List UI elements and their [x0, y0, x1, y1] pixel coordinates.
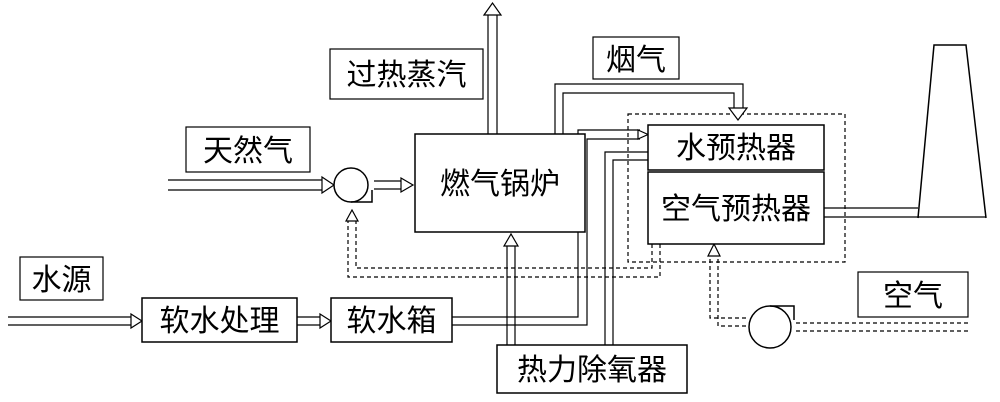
natural-gas-arrow — [321, 175, 336, 195]
flue-gas-arrow — [727, 107, 749, 121]
gas-boiler-label: 燃气锅炉 — [440, 167, 560, 202]
water-preheater-box — [647, 124, 825, 171]
air-preheater-label: 空气预热器 — [661, 192, 811, 227]
water-source-pipe — [8, 316, 133, 326]
air-intake-line — [795, 322, 968, 332]
natural-gas-pipe — [168, 179, 325, 191]
air-fan-to-preheater-line — [709, 255, 746, 327]
tank-to-preheater-arrow — [637, 129, 650, 140]
natural-gas-label: 天然气 — [203, 134, 293, 169]
deaerator-to-boiler-arrow — [502, 232, 520, 247]
fan-to-boiler-pipe — [374, 180, 403, 190]
flue-gas-label: 烟气 — [606, 43, 666, 78]
air-to-preheater-arrow — [707, 242, 721, 257]
water-preheater-label: 水预热器 — [676, 131, 796, 166]
fan-to-boiler-arrow — [400, 176, 415, 194]
air-label: 空气 — [883, 279, 943, 314]
deaerator-to-boiler-pipe — [506, 245, 516, 345]
deaerator-label: 热力除氧器 — [517, 353, 667, 388]
water-source-label: 水源 — [32, 263, 92, 298]
water-source-label-box — [19, 256, 104, 301]
softening-to-tank-arrow — [319, 312, 333, 330]
flue-gas-label-box — [592, 36, 680, 80]
soft-tank-box — [330, 297, 453, 343]
soft-tank-label: 软水箱 — [347, 304, 437, 339]
gas-fan — [333, 167, 373, 203]
superheated-steam-label-box — [329, 48, 484, 100]
air-preheater-box — [647, 171, 825, 245]
gas-boiler-box — [414, 133, 586, 233]
flue-duct-to-chimney — [824, 207, 986, 218]
softening-box — [141, 297, 298, 343]
hot-air-return-arrow — [344, 208, 360, 222]
chimney — [917, 44, 987, 219]
deaerator-box — [496, 344, 688, 394]
superheated-steam-label: 过热蒸汽 — [347, 58, 467, 93]
softening-to-tank-pipe — [297, 316, 322, 326]
natural-gas-label-box — [185, 126, 311, 173]
air-label-box — [857, 271, 969, 318]
water-source-arrow — [130, 312, 144, 330]
softening-label: 软水处理 — [160, 304, 280, 339]
steam-outlet-arrow — [482, 1, 503, 16]
air-fan — [748, 305, 795, 349]
steam-outlet-pipe — [487, 14, 498, 134]
hot-air-return-line — [347, 220, 661, 278]
preheater-to-deaerator-pipe — [604, 151, 648, 345]
